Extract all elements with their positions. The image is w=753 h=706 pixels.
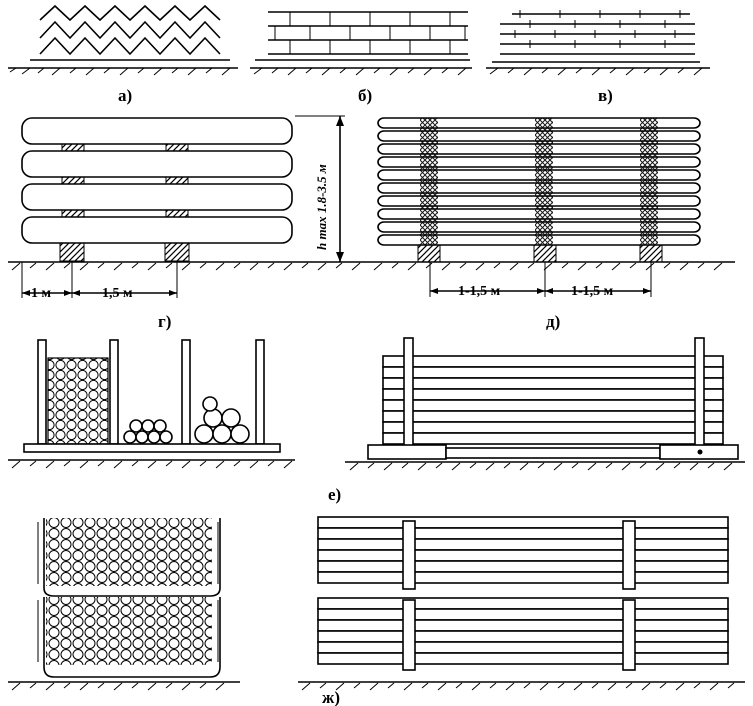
caption-zh: ж) — [322, 688, 340, 706]
dim-d-first: 1-1,5 м — [458, 284, 501, 299]
ground-zh-right — [298, 681, 745, 691]
panel-v: в) — [486, 10, 710, 105]
ground-b — [250, 67, 472, 76]
caption-d: д) — [546, 312, 560, 331]
dim-d-second: 1-1,5 м — [571, 284, 614, 299]
brick-stack — [255, 11, 470, 61]
upper-log-stack-zh — [317, 516, 729, 584]
dim-1-5m: 1,5 м — [102, 286, 133, 301]
dense-stack — [492, 10, 700, 63]
ground-a — [8, 67, 238, 76]
panel-d: 1-1,5 м 1-1,5 м д) — [370, 117, 735, 331]
ground-v — [486, 67, 710, 76]
clamp-posts-zh — [402, 520, 636, 671]
panel-e-right — [345, 337, 745, 471]
lower-log-stack-zh — [317, 597, 729, 665]
herringbone-stack — [30, 4, 230, 61]
spacers-d — [417, 118, 663, 263]
caption-e: е) — [328, 485, 341, 504]
ground-e-right — [345, 461, 745, 471]
upper-bundle — [37, 518, 221, 597]
panel-zh-left — [8, 518, 240, 691]
panel-g: h max 1.8-3.5 м 1 м 1,5 м г) — [8, 115, 370, 331]
log-stack-g — [21, 117, 293, 244]
small-log-pile — [123, 419, 173, 444]
ground-e-left — [8, 459, 295, 469]
caption-b: б) — [358, 86, 372, 105]
ground-g — [8, 261, 370, 271]
height-label: h max 1.8-3.5 м — [314, 164, 329, 250]
height-dimension: h max 1.8-3.5 м — [295, 115, 345, 262]
lower-bundle — [37, 597, 221, 678]
base-beams-e-right — [367, 444, 739, 460]
width-dimension-d: 1-1,5 м 1-1,5 м — [429, 262, 652, 299]
caption-v: в) — [598, 86, 613, 105]
large-log-pile — [194, 396, 250, 444]
panel-a: а) — [8, 4, 238, 105]
spacers-g — [59, 143, 190, 262]
ground-zh-left — [8, 681, 240, 691]
base-beam-e-left — [23, 443, 281, 453]
dim-1m: 1 м — [31, 286, 52, 301]
caption-a: а) — [118, 86, 132, 105]
caption-g: г) — [158, 312, 171, 331]
width-dimension-g: 1 м 1,5 м — [21, 262, 178, 301]
log-stack-e — [382, 355, 724, 445]
panel-b: б) — [250, 11, 472, 105]
dense-log-bundle — [47, 357, 109, 445]
panel-e-left — [8, 339, 295, 469]
panel-zh-right — [298, 516, 745, 691]
ground-d — [370, 261, 735, 271]
